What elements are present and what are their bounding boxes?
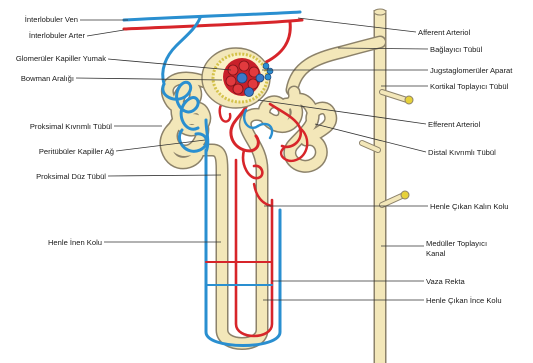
- label-glomeruler-kapiller-yumak: Glomerüler Kapiller Yumak: [16, 54, 106, 63]
- label-interlobuler-arter: İnterlobuler Arter: [29, 31, 86, 40]
- label-vaza-rekta: Vaza Rekta: [426, 277, 465, 286]
- label-bowman-araligi: Bowman Aralığı: [21, 74, 74, 83]
- label-proksimal-duz-tubul: Proksimal Düz Tübül: [36, 172, 106, 181]
- renal-corpuscle: [202, 48, 273, 108]
- label-jugstaglomeruler-aparat: Jugstaglomerüler Aparat: [430, 66, 513, 75]
- label-henle-inen-kolu: Henle İnen Kolu: [48, 238, 102, 247]
- connecting-tubule: [292, 42, 380, 90]
- label-medullar-toplayici-kanal-line2: Kanal: [426, 249, 446, 258]
- label-proksimal-kivrimli-tubul: Proksimal Kıvrımlı Tübül: [30, 122, 112, 131]
- nephron-tubule: [166, 78, 331, 343]
- label-henle-cikan-kalin-kolu: Henle Çıkan Kalın Kolu: [430, 202, 509, 211]
- label-henle-cikan-ince-kolu: Henle Çıkan İnce Kolu: [426, 296, 502, 305]
- label-distal-kivrimli-tubul: Distal Kıvrımlı Tübül: [428, 148, 496, 157]
- label-baglayici-tubul: Bağlayıcı Tübül: [430, 45, 483, 54]
- label-peritubuler-kapiller-ag: Peritübüler Kapiller Ağ: [39, 147, 114, 156]
- label-interlobuler-ven: İnterlobuler Ven: [25, 15, 78, 24]
- label-kortikal-toplayici-tubul: Kortikal Toplayıcı Tübül: [430, 82, 509, 91]
- collecting-duct: [362, 9, 413, 363]
- label-medullar-toplayici-kanal-line1: Medüller Toplayıcı: [426, 239, 487, 248]
- label-afferent-arteriol: Afferent Arteriol: [418, 28, 471, 37]
- label-efferent-arteriol: Efferent Arteriol: [428, 120, 481, 129]
